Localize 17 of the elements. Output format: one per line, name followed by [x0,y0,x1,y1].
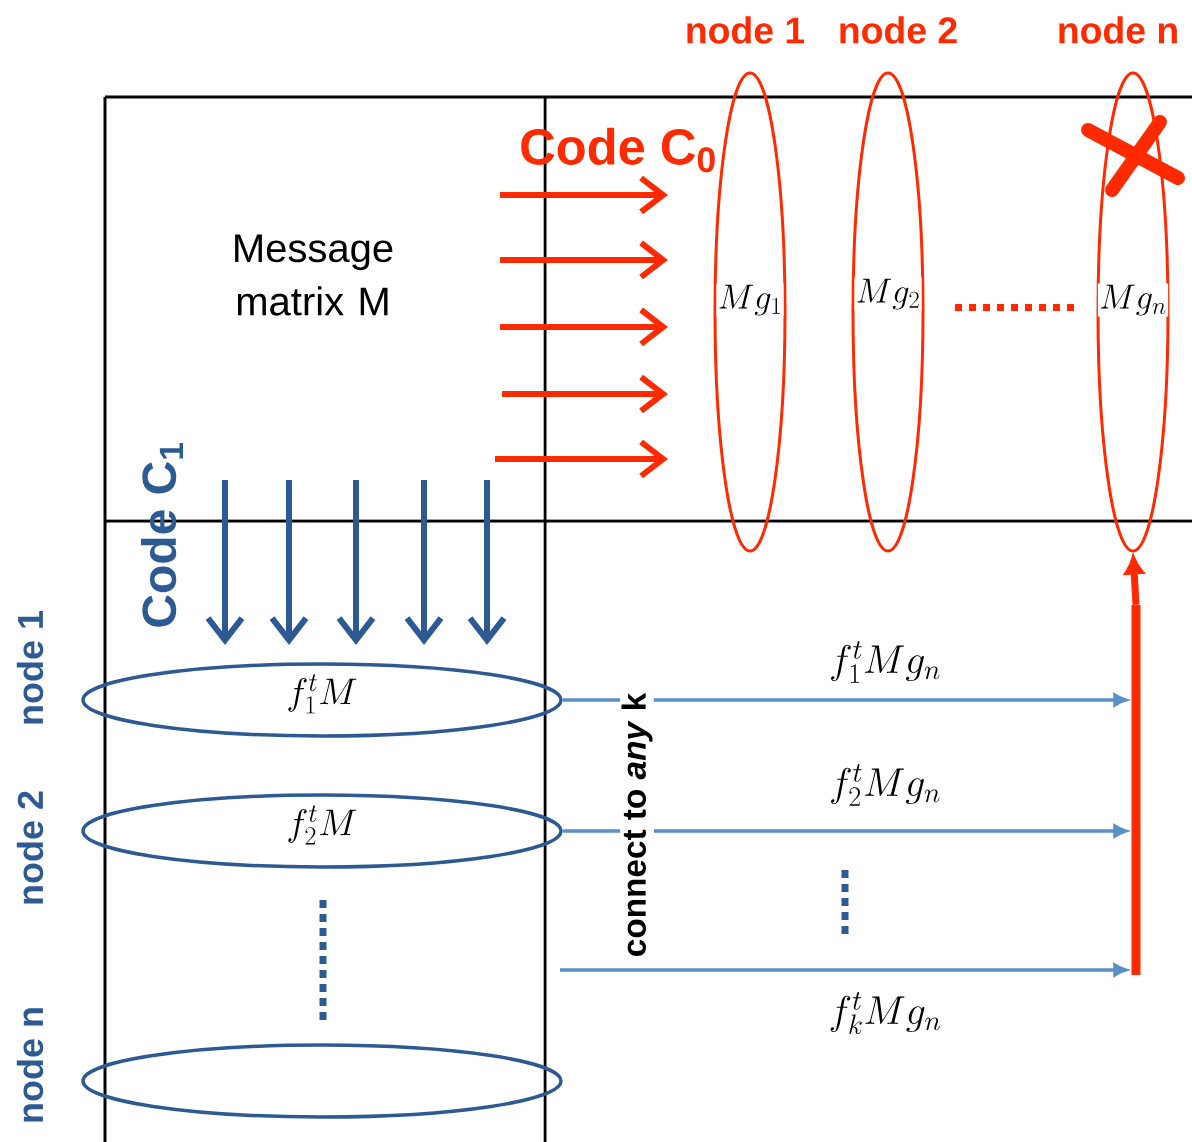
column-heading: node 1 [687,16,805,44]
formula: $f_1^t M$ [288,674,357,714]
formula: $Mg_n$ [1097,283,1169,317]
formula: $Mg_2$ [854,277,922,311]
column-heading: node n [1059,16,1177,44]
side-note: connect to any k [620,691,654,959]
edge-label: $f_1^t M g_n$ [827,639,943,685]
bar [1131,605,1141,975]
column-heading: node 2 [840,16,957,44]
edge-label: $f_2^t M g_n$ [827,762,943,808]
formula: $Mg_1$ [716,283,784,317]
formula: $f_2^t M$ [288,805,357,845]
matrix-label: Message matrix M [235,234,393,316]
edge-label: $f_k^t M g_n$ [827,990,943,1036]
row-heading: node 2 [16,791,44,904]
row-heading: node 1 [16,611,44,724]
row-heading: node n [16,1008,44,1122]
